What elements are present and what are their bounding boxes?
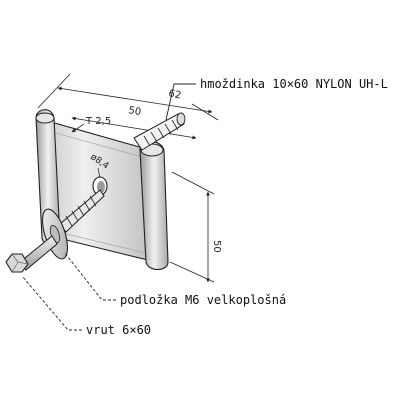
- thickness-leader: [71, 123, 85, 133]
- dimension-top-overall-value: 62: [167, 88, 182, 101]
- dimension-top-overall: [37, 73, 219, 121]
- washer-leader: [63, 251, 116, 301]
- hex-head: [5, 253, 29, 273]
- dimension-top-inner-value: 50: [127, 105, 141, 118]
- thickness-label: T 2,5: [85, 116, 111, 127]
- screw-leader: [21, 275, 82, 331]
- anchor-label: hmoždinka 10×60 NYLON UH-L: [200, 77, 388, 91]
- dimension-top-inner: [71, 116, 197, 140]
- dimension-height-value: 50: [211, 240, 222, 253]
- dimension-height: [169, 171, 215, 283]
- anchor-leader: [165, 83, 196, 121]
- hole-leader: [97, 167, 101, 179]
- washer-label: podložka M6 velkoplošná: [120, 293, 286, 307]
- washer: [41, 208, 69, 260]
- nylon-anchor: [133, 112, 186, 151]
- screw-label: vrut 6×60: [86, 323, 151, 337]
